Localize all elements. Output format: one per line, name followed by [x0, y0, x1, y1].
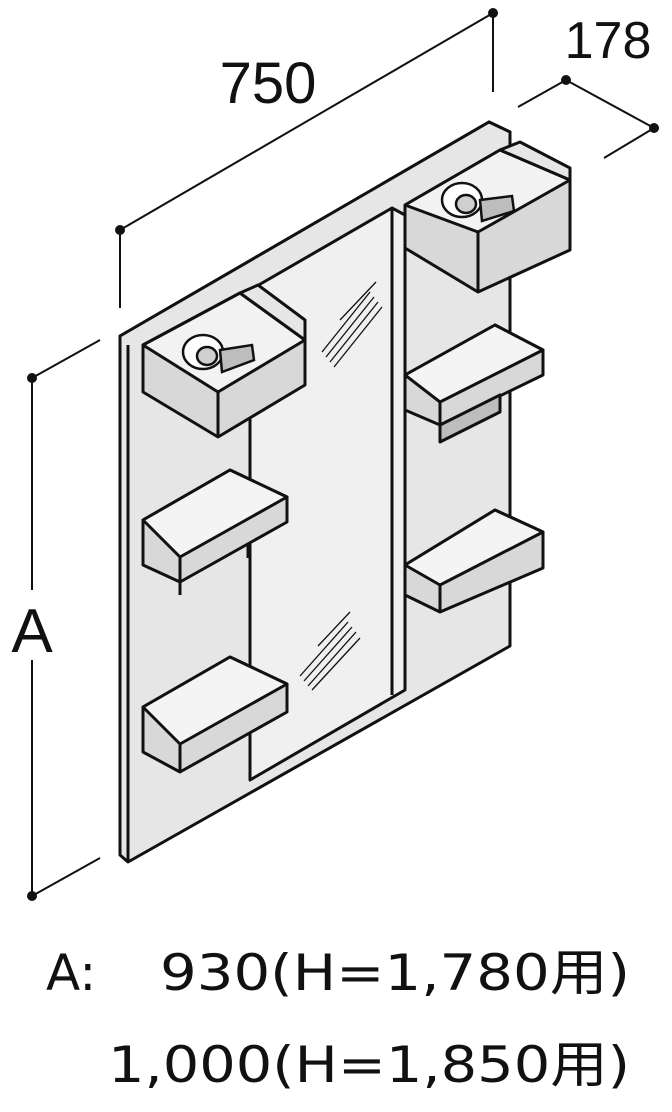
left-shelf-lower — [141, 655, 289, 774]
width-dimension-endpoint-left — [115, 225, 125, 235]
depth-dimension-endpoint-left — [561, 75, 571, 85]
right-shelf-lower — [403, 508, 545, 614]
width-dimension-label: 750 — [220, 51, 317, 116]
left-light-bulb-icon — [181, 333, 256, 374]
width-dimension — [119, 12, 494, 308]
height-dimension-label: A — [11, 597, 53, 666]
height-dimension-endpoint-bottom — [27, 891, 37, 901]
depth-dimension-label: 178 — [565, 12, 652, 70]
height-note-line-2: 1,000(H=1,850用) — [108, 1036, 630, 1094]
height-label-backdrop — [4, 590, 62, 660]
mirror-reflection-lower — [299, 611, 361, 691]
height-dimension-endpoint-top — [27, 373, 37, 383]
depth-dimension-endpoint-right — [649, 123, 659, 133]
right-light-bulb-icon — [440, 181, 516, 223]
depth-dimension — [517, 79, 655, 159]
width-dimension-endpoint-right — [488, 8, 498, 18]
height-note-line-1: 930(H=1,780用) — [160, 944, 630, 1002]
right-shelf-upper — [403, 323, 545, 444]
height-note-prefix: A: — [46, 944, 96, 1002]
left-shelf-upper — [141, 468, 289, 595]
mirror-reflection-upper — [321, 281, 383, 368]
